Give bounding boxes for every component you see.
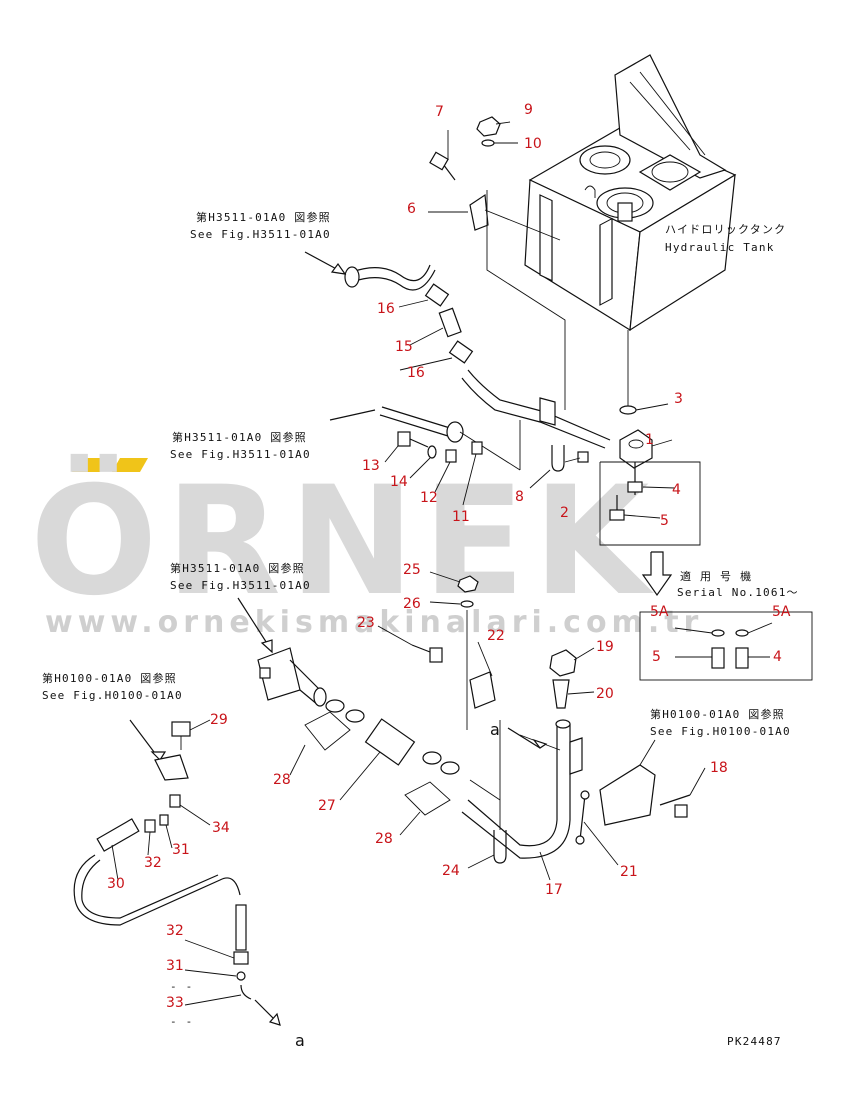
part-31-label-upper: 31 [172, 842, 190, 858]
part-10-label: 10 [524, 136, 542, 152]
part-3-label: 3 [674, 391, 683, 407]
part-26-label: 26 [403, 596, 421, 612]
part-16-label-lower: 16 [407, 365, 425, 381]
part-25-label: 25 [403, 562, 421, 578]
part-21-label: 21 [620, 864, 638, 880]
part-30-label: 30 [107, 876, 125, 892]
part-5-label: 5 [660, 513, 669, 529]
part-numbers: 1 2 3 4 5 6 7 8 9 10 11 12 13 14 15 16 1… [107, 102, 791, 1011]
tank-label-jp: ハイドロリックタンク [665, 223, 786, 236]
svg-text:- -: - - [170, 980, 193, 993]
part-9-label: 9 [524, 102, 533, 118]
part-32-label-upper: 32 [144, 855, 162, 871]
ref-d-en: See Fig.H0100-01A0 [42, 689, 183, 702]
watermark: ÖRNEK www.orneki̇smakinalari.com.tr [30, 453, 703, 640]
part-13-label: 13 [362, 458, 380, 474]
part-34-label: 34 [212, 820, 230, 836]
part-31-label-lower: 31 [166, 958, 184, 974]
part-27-label: 27 [318, 798, 336, 814]
ref-d-jp: 第H0100-01A0 図参照 [42, 671, 177, 685]
hydraulic-tank: ハイドロリックタンク Hydraulic Tank [524, 54, 786, 408]
tank-label-en: Hydraulic Tank [665, 241, 775, 254]
part-7-label: 7 [435, 104, 444, 120]
part-14-label: 14 [390, 474, 408, 490]
part-4-label: 4 [672, 482, 681, 498]
upper-pipe-assembly [344, 116, 813, 681]
part-8-label: 8 [515, 489, 524, 505]
serial-label-jp: 適 用 号 機 [680, 569, 752, 583]
part-6-label: 6 [407, 201, 416, 217]
part-16-label-upper: 16 [377, 301, 395, 317]
part-28-label-left: 28 [273, 772, 291, 788]
part-20-label: 20 [596, 686, 614, 702]
part-1-label: 1 [645, 432, 654, 448]
ref-a-jp: 第H3511-01A0 図参照 [196, 210, 331, 224]
ref-b-en: See Fig.H3511-01A0 [170, 448, 311, 461]
leader-lines [111, 121, 773, 1006]
part-2-label: 2 [560, 505, 569, 521]
part-22-label: 22 [487, 628, 505, 644]
part-23-label: 23 [357, 615, 375, 631]
watermark-dot-right [112, 458, 148, 472]
reference-labels: 第H3511-01A0 図参照 See Fig.H3511-01A0 第H351… [42, 210, 799, 1050]
part-19-label: 19 [596, 639, 614, 655]
lower-assembly: - - - - [73, 575, 691, 1028]
part-5a-label-right: 5A [772, 604, 791, 620]
part-24-label: 24 [442, 863, 460, 879]
ref-a-en: See Fig.H3511-01A0 [190, 228, 331, 241]
watermark-brand: ÖRNEK [30, 453, 657, 629]
part-29-label: 29 [210, 712, 228, 728]
part-5-label-box: 5 [652, 649, 661, 665]
part-5a-label-left: 5A [650, 604, 669, 620]
connection-letter-lower: a [295, 1031, 305, 1050]
part-15-label: 15 [395, 339, 413, 355]
part-18-label: 18 [710, 760, 728, 776]
connection-letter-upper: a [490, 720, 500, 739]
part-17-label: 17 [545, 882, 563, 898]
part-33-label: 33 [166, 995, 184, 1011]
ref-b-jp: 第H3511-01A0 図参照 [172, 430, 307, 444]
part-12-label: 12 [420, 490, 438, 506]
part-4-label-box: 4 [773, 649, 782, 665]
ref-c-jp: 第H3511-01A0 図参照 [170, 561, 305, 575]
ref-e-jp: 第H0100-01A0 図参照 [650, 707, 785, 721]
middle-left-pipe [379, 406, 521, 471]
part-28-label-right: 28 [375, 831, 393, 847]
watermark-url: www.orneki̇smakinalari.com.tr [45, 605, 703, 640]
watermark-dot-left [72, 458, 108, 472]
part-11-label: 11 [452, 509, 470, 525]
serial-label-en: Serial No.1061～ [677, 586, 799, 599]
ref-c-en: See Fig.H3511-01A0 [170, 579, 311, 592]
drawing-code: PK24487 [727, 1035, 782, 1048]
ref-e-en: See Fig.H0100-01A0 [650, 725, 791, 738]
svg-text:- -: - - [170, 1015, 193, 1028]
part-32-label-lower: 32 [166, 923, 184, 939]
